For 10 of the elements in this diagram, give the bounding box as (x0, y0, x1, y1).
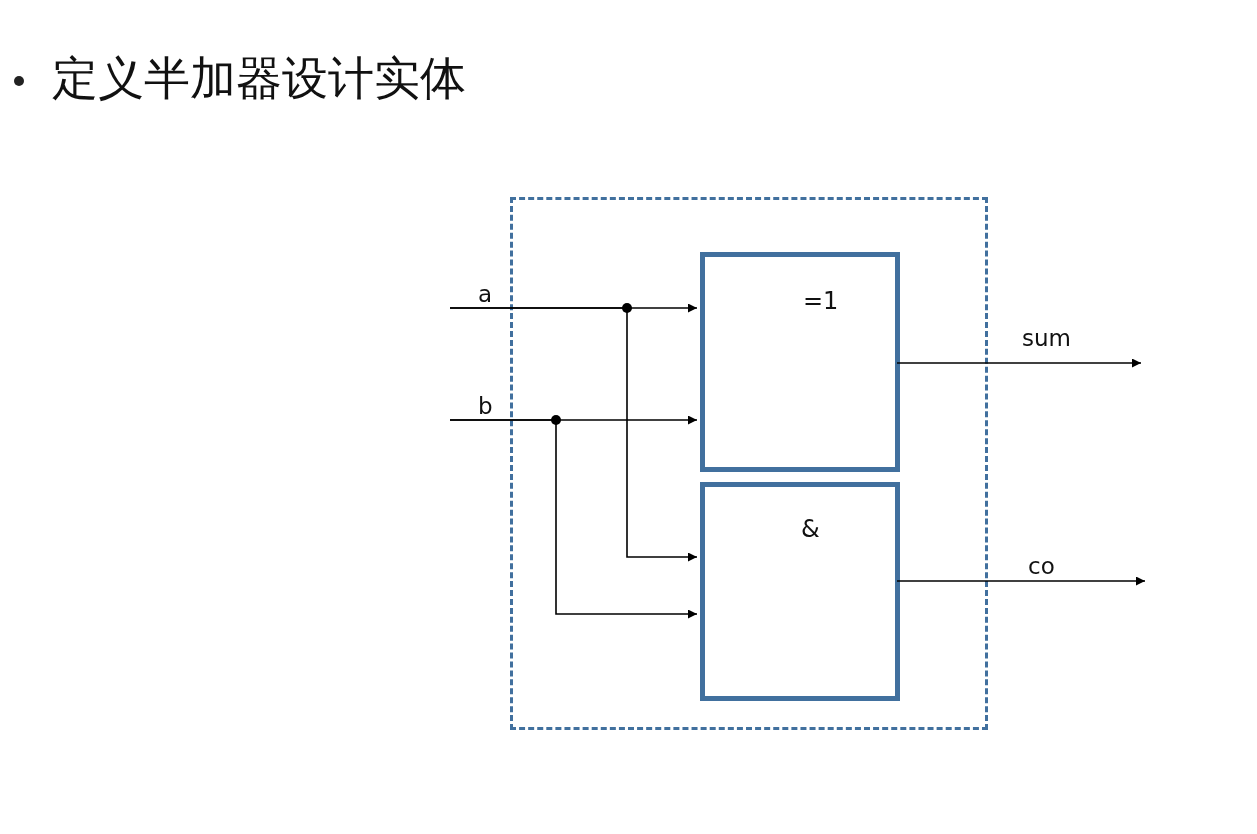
signal-wire (896, 358, 1142, 368)
gate-symbol: & (801, 515, 820, 543)
signal-wire (449, 419, 698, 619)
signal-wire (449, 307, 698, 562)
signal-wire (896, 576, 1146, 586)
xor-gate (700, 252, 900, 472)
slide-title: 定义半加器设计实体 (52, 50, 466, 107)
gate-symbol: =1 (803, 287, 839, 315)
entity-boundary (510, 197, 988, 730)
and-gate (700, 482, 900, 701)
